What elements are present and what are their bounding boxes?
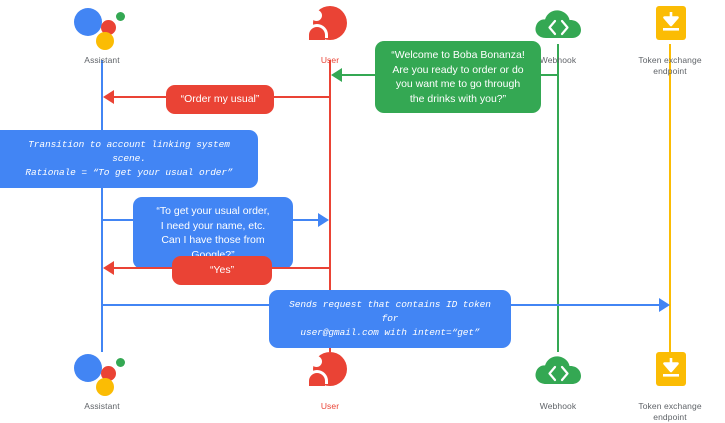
actor-assistant-top: Assistant [42, 4, 162, 66]
message-bubble-yes: “Yes” [172, 256, 272, 285]
bubble-line: the drinks with you?” [409, 92, 507, 105]
actor-webhook-top: Webhook [498, 4, 618, 66]
actor-label-token-endpoint-line1: Token exchange [638, 55, 702, 65]
note-line: Rationale = “To get your usual order” [25, 167, 233, 178]
note-line: user@gmail.com with intent=“get” [300, 327, 480, 338]
download-box-icon [640, 4, 700, 52]
message-bubble-order-my-usual: “Order my usual” [166, 85, 274, 114]
assistant-dot-yellow [96, 32, 114, 50]
bubble-line: Are you ready to order or do [392, 63, 524, 76]
cloud-code-icon [528, 350, 588, 398]
lifeline-assistant [101, 60, 103, 352]
assistant-dot-blue [74, 8, 102, 36]
message-bubble-welcome: “Welcome to Boba Bonanza! Are you ready … [375, 41, 541, 113]
note-transition-to-account-linking: Transition to account linking system sce… [0, 130, 258, 188]
lifeline-token-endpoint [669, 44, 671, 352]
cloud-code-icon [528, 4, 588, 52]
bubble-line: “Order my usual” [180, 93, 260, 105]
user-avatar-head [311, 356, 322, 367]
assistant-dot-blue [74, 354, 102, 382]
actor-token-endpoint-top: Token exchange endpoint [610, 4, 725, 77]
bubble-line: “To get your usual order, [156, 205, 270, 217]
actor-label-token-endpoint-line2: endpoint [653, 66, 687, 76]
user-avatar-head [311, 10, 322, 21]
sequence-diagram-canvas: Assistant User Webhook [0, 4, 725, 422]
bubble-line: you want me to go through [395, 78, 521, 90]
token-download-arrow [663, 357, 679, 377]
arrowhead-sends-request [659, 298, 670, 312]
cloud-shape [534, 8, 582, 40]
user-avatar-icon [300, 4, 360, 52]
actor-label-user: User [320, 55, 340, 65]
assistant-dot-green [116, 358, 125, 367]
bubble-line: I need your name, etc. [160, 219, 266, 232]
assistant-dot-red [101, 20, 116, 35]
lifeline-webhook [557, 44, 559, 352]
note-line: Transition to account linking system sce… [28, 139, 230, 164]
actor-label-user: User [320, 401, 340, 411]
arrowhead-yes [103, 261, 114, 275]
actor-label-webhook: Webhook [539, 55, 577, 65]
bubble-line: “Yes” [209, 264, 235, 276]
arrowhead-need-your-name [318, 213, 329, 227]
actor-label-webhook: Webhook [539, 401, 577, 411]
cloud-shape [534, 354, 582, 386]
lifeline-user [329, 60, 331, 352]
google-assistant-icon [72, 350, 132, 398]
user-avatar-body-inner [309, 373, 325, 386]
note-sends-request: Sends request that contains ID token for… [269, 290, 511, 348]
assistant-dot-green [116, 12, 125, 21]
actor-label-token-endpoint-line1: Token exchange [638, 401, 702, 411]
arrowhead-order-my-usual [103, 90, 114, 104]
actor-webhook-bottom: Webhook [498, 350, 618, 412]
actor-token-endpoint-bottom: Token exchange endpoint [610, 350, 725, 423]
bubble-line: “Welcome to Boba Bonanza! [391, 49, 525, 61]
token-download-arrow [663, 11, 679, 31]
actor-assistant-bottom: Assistant [42, 350, 162, 412]
download-box-icon [640, 350, 700, 398]
user-avatar-icon [300, 350, 360, 398]
actor-label-assistant: Assistant [84, 401, 120, 411]
assistant-dot-yellow [96, 378, 114, 396]
assistant-dot-red [101, 366, 116, 381]
user-avatar-body-inner [309, 27, 325, 40]
actor-user-bottom: User [270, 350, 390, 412]
actor-label-token-endpoint-line2: endpoint [653, 412, 687, 422]
google-assistant-icon [72, 4, 132, 52]
actor-user-top: User [270, 4, 390, 66]
arrowhead-welcome [331, 68, 342, 82]
note-line: Sends request that contains ID token for [289, 299, 491, 324]
actor-label-assistant: Assistant [84, 55, 120, 65]
